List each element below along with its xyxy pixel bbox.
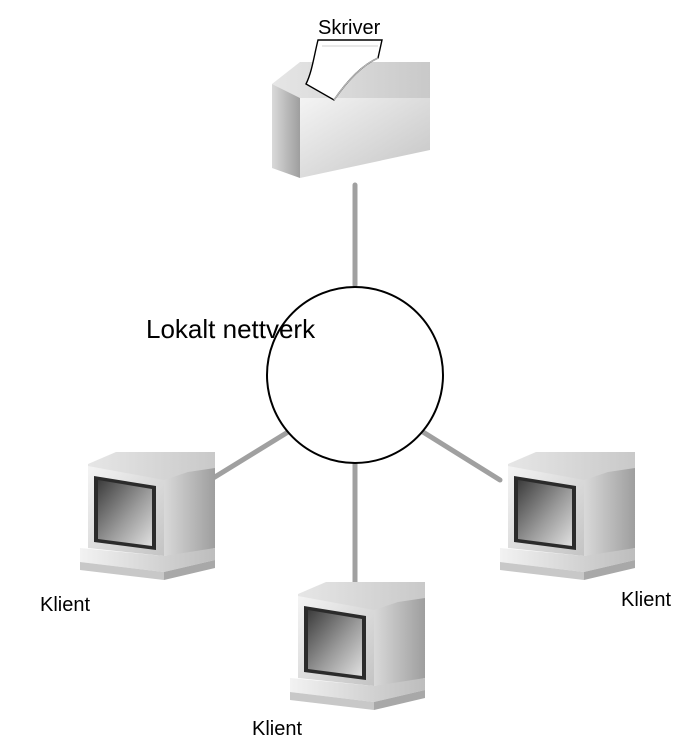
client-label-bottom: Klient <box>252 718 303 740</box>
computer-icon-right <box>500 452 635 580</box>
computer-icon-left <box>80 452 215 580</box>
computer-icon-bottom <box>290 582 425 710</box>
client-label-left: Klient <box>40 594 91 616</box>
network-label: Lokalt nettverk <box>146 314 316 344</box>
connector-client-right <box>420 429 503 483</box>
printer-label: Skriver <box>318 17 381 39</box>
printer-icon <box>272 39 430 178</box>
connector-client-left <box>207 429 291 483</box>
client-label-right: Klient <box>621 589 672 611</box>
network-hub-circle <box>266 286 444 464</box>
